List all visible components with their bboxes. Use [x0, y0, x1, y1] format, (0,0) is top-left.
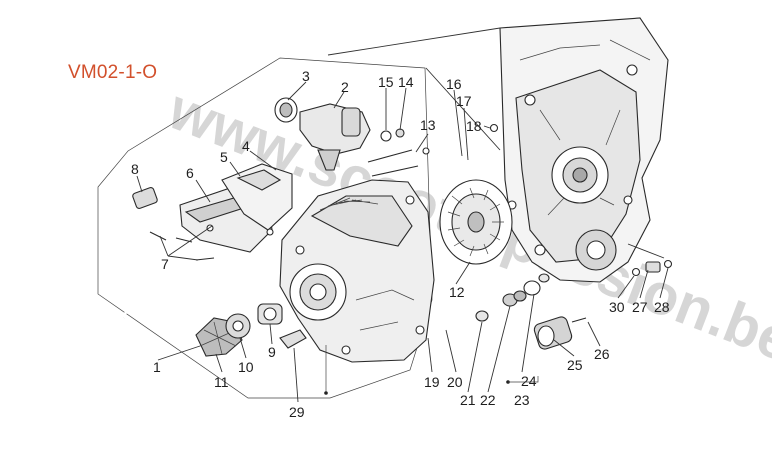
callout-6: 6	[186, 165, 194, 181]
callout-25: 25	[567, 357, 583, 373]
callout-16: 16	[446, 76, 462, 92]
callout-4: 4	[242, 138, 250, 154]
seal-29	[279, 329, 307, 349]
water-pump-assembly	[274, 97, 371, 171]
diagram-code: VM02-1-O	[68, 62, 158, 83]
group-bracket-23	[508, 376, 539, 383]
callout-28: 28	[654, 299, 670, 315]
callout-30: 30	[609, 299, 625, 315]
callout-22: 22	[480, 392, 496, 408]
callout-3: 3	[302, 68, 310, 84]
callout-10: 10	[238, 359, 254, 375]
transmission-cover	[279, 179, 435, 363]
cover-plate	[179, 163, 293, 253]
bolt-18	[489, 123, 499, 133]
callout-27: 27	[632, 299, 648, 315]
callout-11: 11	[214, 374, 229, 390]
callout-18: 18	[466, 118, 482, 134]
leader-lines	[136, 27, 669, 403]
sensor-27-28-30	[631, 259, 673, 277]
callout-14: 14	[398, 74, 414, 90]
callout-19: 19	[424, 374, 440, 390]
callout-13: 13	[420, 117, 436, 133]
callout-7: 7	[161, 256, 169, 272]
callout-17: 17	[456, 93, 472, 109]
callout-labels: 1 2 3 4 5 6 7 8 9 10 11 12 13 14 15 16 1…	[131, 68, 670, 420]
engine-crankcase	[499, 17, 669, 283]
coolant-hose	[119, 187, 158, 319]
filter-25-26	[533, 316, 587, 350]
callout-8: 8	[131, 161, 139, 177]
center-dot	[324, 391, 328, 395]
screws-13-14-15	[367, 128, 430, 177]
seal-stack-21-24	[475, 273, 550, 322]
callout-12: 12	[449, 284, 465, 300]
callout-20: 20	[447, 374, 463, 390]
callout-15: 15	[378, 74, 394, 90]
pump-impeller-parts	[195, 303, 283, 357]
callout-5: 5	[220, 149, 228, 165]
callout-21: 21	[460, 392, 476, 408]
callout-1: 1	[153, 359, 161, 375]
callout-29: 29	[289, 404, 305, 420]
callout-23: 23	[514, 392, 530, 408]
callout-9: 9	[268, 344, 276, 360]
cooling-fan	[439, 179, 513, 265]
callout-24: 24	[521, 373, 537, 389]
callout-2: 2	[341, 79, 349, 95]
callout-26: 26	[594, 346, 610, 362]
